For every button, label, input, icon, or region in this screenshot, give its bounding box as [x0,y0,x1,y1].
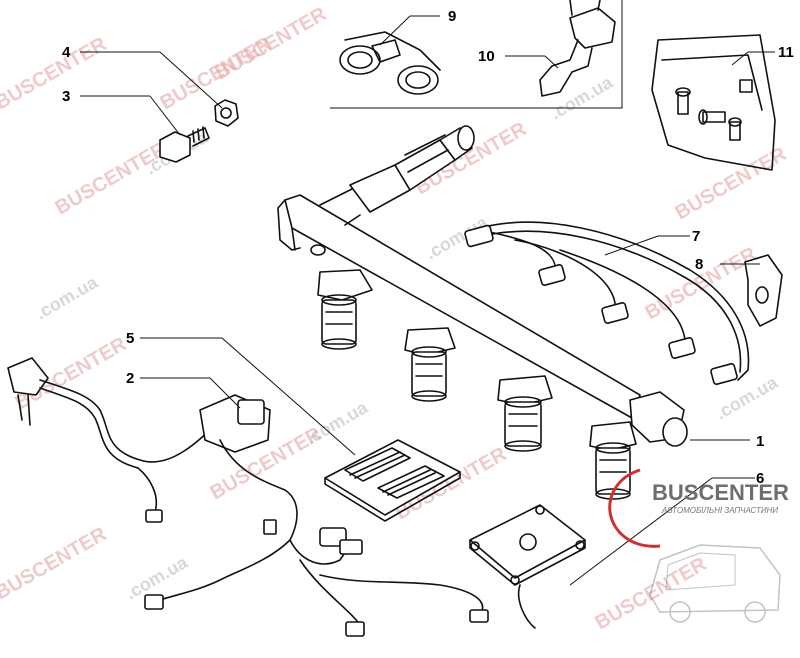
callout-6: 6 [756,470,764,487]
injector-4 [589,421,637,500]
callout-8: 8 [695,256,703,273]
part-11-bracket [651,34,776,171]
part-8-sensor [744,254,783,327]
part-9-clip [339,31,441,95]
leader-lines [80,15,775,586]
injector-2 [404,327,456,402]
part-10-bracket [539,0,616,97]
injector-3 [497,375,553,452]
callout-9: 9 [448,8,456,25]
logo-brand: BUSCENTER [652,480,789,505]
part-6-plate [469,504,586,629]
part-7-injector-harness [464,221,750,385]
watermark-brand: BUSCENTER [0,33,111,115]
callout-labels: 1 2 3 4 5 6 7 8 9 10 11 [62,8,794,487]
pressure-sensor [629,391,688,447]
watermark-brand: BUSCENTER [52,138,171,220]
callout-3: 3 [62,88,70,105]
part-2-harness [7,357,489,637]
callout-11: 11 [778,44,794,61]
watermark-brand: BUSCENTER [0,523,111,605]
watermark-layer: BUSCENTER BUSCENTER .com.ua BUSCENTER BU… [0,3,791,635]
watermark-domain: .com.ua [302,397,372,449]
watermark-domain: .com.ua [547,72,617,124]
callout-2: 2 [126,370,134,387]
part-5-ecu [324,439,461,522]
van-icon [649,544,781,623]
part-4-nut [214,99,239,127]
callout-5: 5 [126,330,134,347]
callout-10: 10 [478,48,495,65]
injector-1 [317,269,373,350]
watermark-domain: .com.ua [32,272,102,324]
callout-7: 7 [692,228,700,245]
group-frame [330,0,623,109]
buscenter-logo: BUSCENTER АВТОМОБІЛЬНІ ЗАПЧАСТИНИ [608,468,789,623]
callout-1: 1 [756,433,764,450]
callout-4: 4 [62,44,71,61]
part-1-fuel-rail [277,125,641,419]
part-3-bolt [159,126,210,163]
logo-tagline: АВТОМОБІЛЬНІ ЗАПЧАСТИНИ [661,506,778,515]
logo-arc [608,468,661,548]
